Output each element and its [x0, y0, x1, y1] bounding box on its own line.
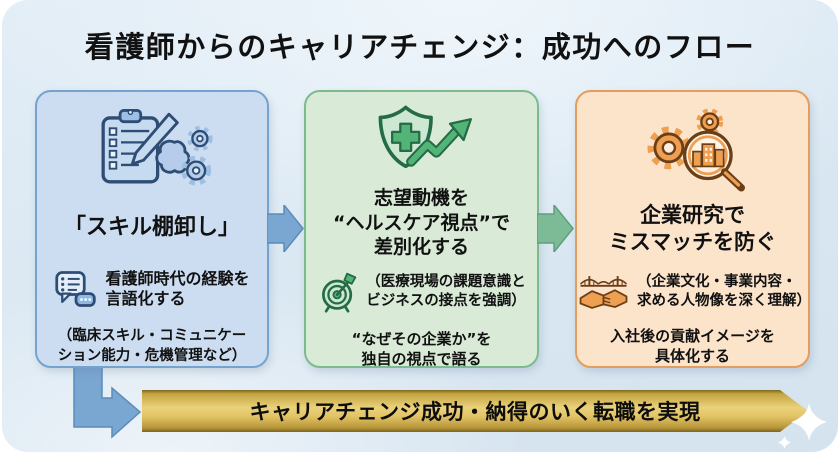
speech-bubbles-checklist-icon [55, 271, 97, 308]
step-note: 入社後の貢献イメージを 具体化する [610, 326, 775, 365]
right-arrow-blue [267, 205, 304, 252]
step-point-text: （医療現場の課題意識と ビジネスの接点を強調） [366, 274, 526, 310]
page-title: 看護師からのキャリアチェンジ：成功へのフロー [84, 30, 756, 64]
step-card-company-research: 企業研究で ミスマッチを防ぐ [575, 90, 812, 368]
sparkle-icon [791, 403, 827, 441]
step-card-motivation: 志望動機を “ヘルスケア視点”で 差別化する （医療現場の課題意識と ビジネスの… [304, 90, 539, 368]
step-title: 志望動機を “ヘルスケア視点”で 差別化する [333, 187, 510, 259]
medical-shield-growth-arrow-icon [358, 102, 486, 178]
sparkle-small-icon [778, 436, 791, 449]
step-note: “なぜその企業か”を 独自の視点で語る [351, 330, 492, 369]
step-point: 看護師時代の経験を 言語化する [54, 268, 250, 311]
step-point-text: （企業文化・事業内容・ 求める人物像を深く理解） [637, 273, 812, 309]
step-note: （臨床スキル・コミュニケー ション能力・危機管理など） [57, 328, 247, 364]
step-point-text: 看護師時代の経験を 言語化する [105, 268, 250, 309]
clipboard-pencil-brain-gears-icon [90, 104, 214, 192]
result-banner: キャリアチェンジ成功・納得のいく転職を実現 [142, 390, 808, 432]
step-point: （企業文化・事業内容・ 求める人物像を深く理解） [577, 271, 812, 313]
right-arrow-green [537, 205, 574, 252]
down-right-arrow [73, 361, 142, 439]
step-title: 「スキル棚卸し」 [63, 215, 240, 240]
gears-magnifier-building-icon [628, 98, 758, 194]
handshake-bridge-icon [579, 275, 628, 309]
step-card-skill-inventory: 「スキル棚卸し」 看護師時代の経験を 言語化する [35, 90, 269, 368]
target-dart-icon [322, 272, 357, 313]
step-title: 企業研究で ミスマッチを防ぐ [608, 202, 777, 255]
step-point: （医療現場の課題意識と ビジネスの接点を強調） [317, 270, 526, 314]
result-banner-label: キャリアチェンジ成功・納得のいく転職を実現 [249, 400, 701, 424]
